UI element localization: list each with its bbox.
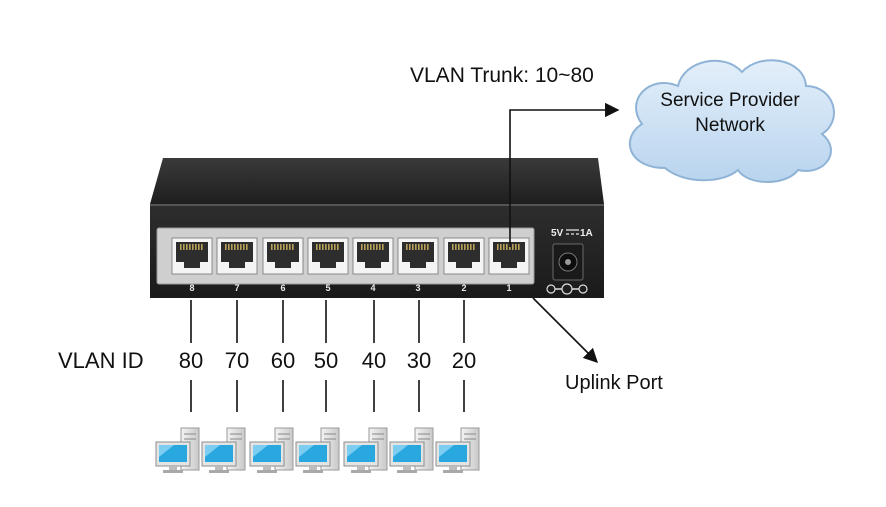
- computer-icon: [249, 427, 294, 473]
- vlan-id-80: 80: [178, 348, 204, 373]
- port-number-1: 1: [506, 283, 511, 293]
- rj45-port-1: [488, 237, 530, 275]
- rj45-port-7: [216, 237, 258, 275]
- rj45-port-2: [443, 237, 485, 275]
- computer-icon: [435, 427, 480, 473]
- trunk-label: VLAN Trunk: 10~80: [410, 64, 594, 87]
- port-group: 8 7 6 5 4 3 2 1: [171, 237, 530, 293]
- rj45-port-5: [307, 237, 349, 275]
- cloud-label: Service Provider Network: [632, 88, 828, 138]
- port-number-7: 7: [234, 283, 239, 293]
- computer-icon: [155, 427, 200, 473]
- computer-icon: [389, 427, 434, 473]
- polarity-icon: [546, 283, 588, 295]
- cloud-icon: [628, 59, 835, 183]
- pc-group: [155, 427, 480, 473]
- power-rating: 1A: [580, 228, 593, 239]
- port-number-8: 8: [189, 283, 194, 293]
- port-number-3: 3: [415, 283, 420, 293]
- switch-edge: [150, 204, 604, 206]
- computer-icon: [295, 427, 340, 473]
- switch-top: [150, 158, 604, 204]
- power-jack-pin: [565, 259, 571, 265]
- rj45-port-8: [171, 237, 213, 275]
- uplink-arrow: [532, 297, 599, 364]
- network-switch: 8 7 6 5 4 3 2 1 5V 1A: [150, 158, 604, 298]
- rj45-port-6: [262, 237, 304, 275]
- dc-symbol-icon: [566, 229, 579, 235]
- trunk-arrow: [509, 102, 620, 247]
- rj45-port-4: [352, 237, 394, 275]
- vlan-id-60: 60: [270, 348, 296, 373]
- port-number-4: 4: [370, 283, 375, 293]
- vlan-id-label: VLAN ID: [58, 348, 144, 373]
- cloud-label-line1: Service Provider: [660, 90, 800, 111]
- vlan-id-40: 40: [361, 348, 387, 373]
- cable-group: [190, 300, 465, 412]
- cloud-label-line2: Network: [695, 115, 765, 136]
- port-number-5: 5: [325, 283, 330, 293]
- computer-icon: [201, 427, 246, 473]
- port-number-2: 2: [461, 283, 466, 293]
- vlan-id-30: 30: [406, 348, 432, 373]
- uplink-port-label: Uplink Port: [565, 372, 663, 394]
- power-label: 5V: [551, 228, 564, 239]
- vlan-id-70: 70: [224, 348, 250, 373]
- vlan-id-20: 20: [451, 348, 477, 373]
- computer-icon: [343, 427, 388, 473]
- rj45-port-3: [397, 237, 439, 275]
- vlan-id-50: 50: [313, 348, 339, 373]
- port-number-6: 6: [280, 283, 285, 293]
